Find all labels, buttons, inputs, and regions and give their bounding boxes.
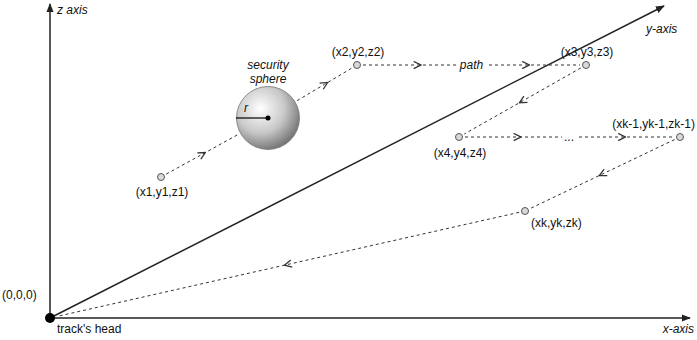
edge-label: ... (561, 130, 577, 144)
sphere-shape (236, 86, 300, 150)
security-sphere: security spherer (236, 86, 300, 150)
y-axis-line (50, 6, 664, 318)
coordinate-label: (x4,y4,z4) (434, 146, 487, 160)
path-point: (x3,y3,z3) (582, 61, 590, 69)
sphere-centre (266, 116, 271, 121)
axis-label: x-axis (663, 322, 694, 336)
z-axis-line (49, 4, 51, 318)
coordinate-label: (x1,y1,z1) (136, 185, 189, 199)
sphere-label: security sphere (240, 58, 296, 86)
radius-line (236, 117, 268, 118)
path-point: (xk-1,yk-1,zk-1) (676, 133, 684, 141)
sphere-body (237, 87, 300, 150)
path-connector (530, 140, 674, 209)
path-connector (297, 68, 352, 101)
coordinate-label: (x2,y2,z2) (332, 45, 385, 59)
axis-label: z axis (57, 3, 88, 17)
coordinate-label: (x3,y3,z3) (561, 45, 614, 59)
radius-label: r (244, 101, 248, 115)
path-connector (57, 212, 519, 316)
axis-label: y-axis (646, 22, 677, 36)
edge-label: path (457, 58, 486, 72)
path-connector (464, 68, 581, 134)
coordinate-label: (xk-1,yk-1,zk-1) (612, 117, 695, 131)
path-point: (xk,yk,zk) (521, 207, 529, 215)
path-point: (x1,y1,z1) (157, 173, 165, 181)
coordinate-label: (xk,yk,zk) (531, 216, 582, 230)
path-point: (x2,y2,z2) (353, 61, 361, 69)
x-axis-line (50, 317, 690, 319)
origin-point: (0,0,0)track's head (45, 313, 55, 323)
path-connector (166, 134, 238, 174)
origin-label: track's head (57, 322, 121, 336)
path-point: (x4,y4,z4) (455, 133, 463, 141)
origin-label: (0,0,0) (2, 288, 37, 302)
